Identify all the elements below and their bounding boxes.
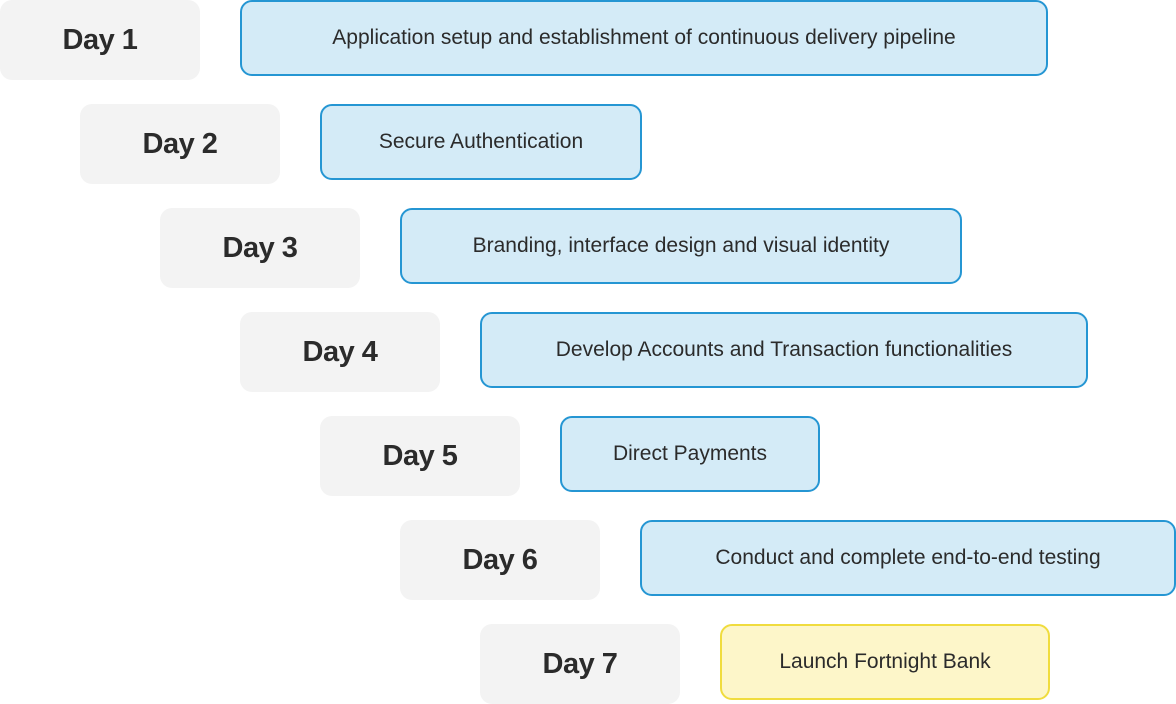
timeline-row-day-6: Day 6 Conduct and complete end-to-end te… bbox=[0, 520, 1176, 600]
task-box: Direct Payments bbox=[560, 416, 820, 492]
timeline-row-day-2: Day 2 Secure Authentication bbox=[0, 104, 1176, 184]
task-box: Branding, interface design and visual id… bbox=[400, 208, 962, 284]
day-label: Day 2 bbox=[80, 104, 280, 184]
day-label: Day 7 bbox=[480, 624, 680, 704]
timeline-row-day-4: Day 4 Develop Accounts and Transaction f… bbox=[0, 312, 1176, 392]
timeline-row-day-5: Day 5 Direct Payments bbox=[0, 416, 1176, 496]
day-label: Day 3 bbox=[160, 208, 360, 288]
timeline-row-day-1: Day 1 Application setup and establishmen… bbox=[0, 0, 1176, 80]
final-task-box: Launch Fortnight Bank bbox=[720, 624, 1050, 700]
task-box: Conduct and complete end-to-end testing bbox=[640, 520, 1176, 596]
day-label: Day 4 bbox=[240, 312, 440, 392]
timeline-row-day-3: Day 3 Branding, interface design and vis… bbox=[0, 208, 1176, 288]
task-box: Application setup and establishment of c… bbox=[240, 0, 1048, 76]
day-label: Day 1 bbox=[0, 0, 200, 80]
timeline-row-day-7: Day 7 Launch Fortnight Bank bbox=[0, 624, 1176, 704]
day-label: Day 5 bbox=[320, 416, 520, 496]
day-label: Day 6 bbox=[400, 520, 600, 600]
task-box: Develop Accounts and Transaction functio… bbox=[480, 312, 1088, 388]
task-box: Secure Authentication bbox=[320, 104, 642, 180]
